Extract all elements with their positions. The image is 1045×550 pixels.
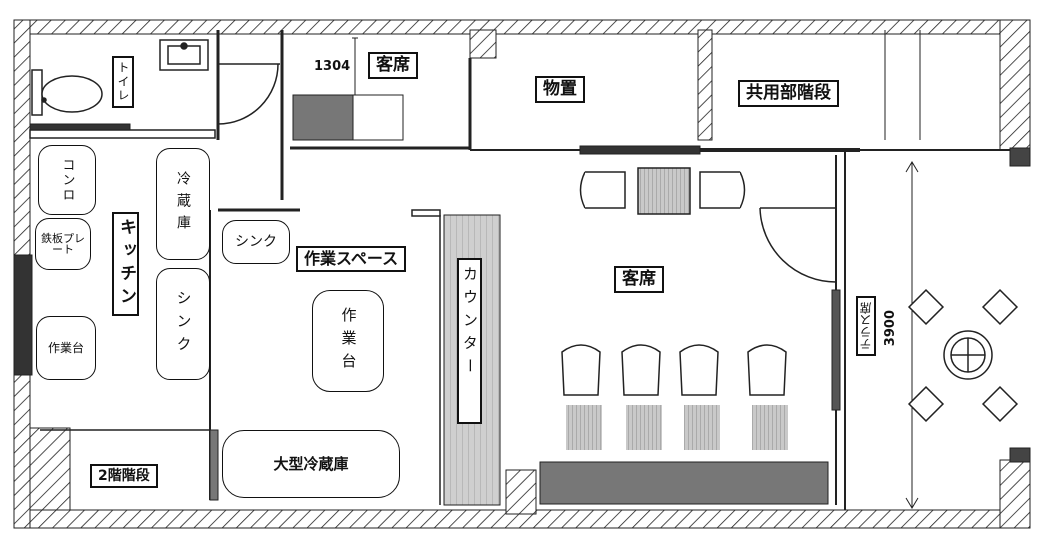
guest-seat-top-label: 客席 bbox=[368, 52, 418, 79]
two-seat-table bbox=[579, 167, 746, 215]
work-space-label: 作業スペース bbox=[296, 246, 407, 272]
sink-small-label: シンク bbox=[222, 220, 290, 264]
kitchen-label: キッチン bbox=[112, 212, 139, 316]
large-fridge-label: 大型冷蔵庫 bbox=[222, 430, 400, 498]
prep-table-left-label: 作業台 bbox=[36, 316, 96, 380]
counter-label: カウンター bbox=[457, 258, 482, 424]
stairs-2f-label: 2階階段 bbox=[90, 464, 158, 488]
main-bench bbox=[539, 461, 829, 505]
dimension-top-label: 1304 bbox=[314, 59, 351, 74]
prep-table-center-label: 作業台 bbox=[312, 290, 384, 392]
counter-chairs bbox=[561, 344, 788, 450]
storage-label: 物置 bbox=[535, 76, 585, 103]
toilet-fixture bbox=[31, 39, 209, 116]
stove-label: コンロ bbox=[38, 145, 96, 215]
door-swings bbox=[217, 63, 837, 283]
dimension-right-label: 3900 bbox=[883, 310, 898, 347]
toilet-label: トイレ bbox=[112, 56, 134, 108]
terrace-label: テラス席 bbox=[856, 296, 876, 356]
iron-plate-text: 鉄板プレート bbox=[41, 232, 85, 256]
top-seat-bench bbox=[292, 37, 404, 141]
iron-plate-label: 鉄板プレート bbox=[35, 218, 91, 270]
interior-walls bbox=[29, 30, 1031, 510]
terrace-furniture bbox=[905, 161, 1019, 509]
shared-stairs-label: 共用部階段 bbox=[738, 80, 839, 107]
sink-left-label: シンク bbox=[156, 268, 210, 380]
exterior-walls bbox=[13, 19, 1031, 529]
guest-seat-main-label: 客席 bbox=[614, 266, 664, 293]
fridge-label: 冷蔵庫 bbox=[156, 148, 210, 260]
